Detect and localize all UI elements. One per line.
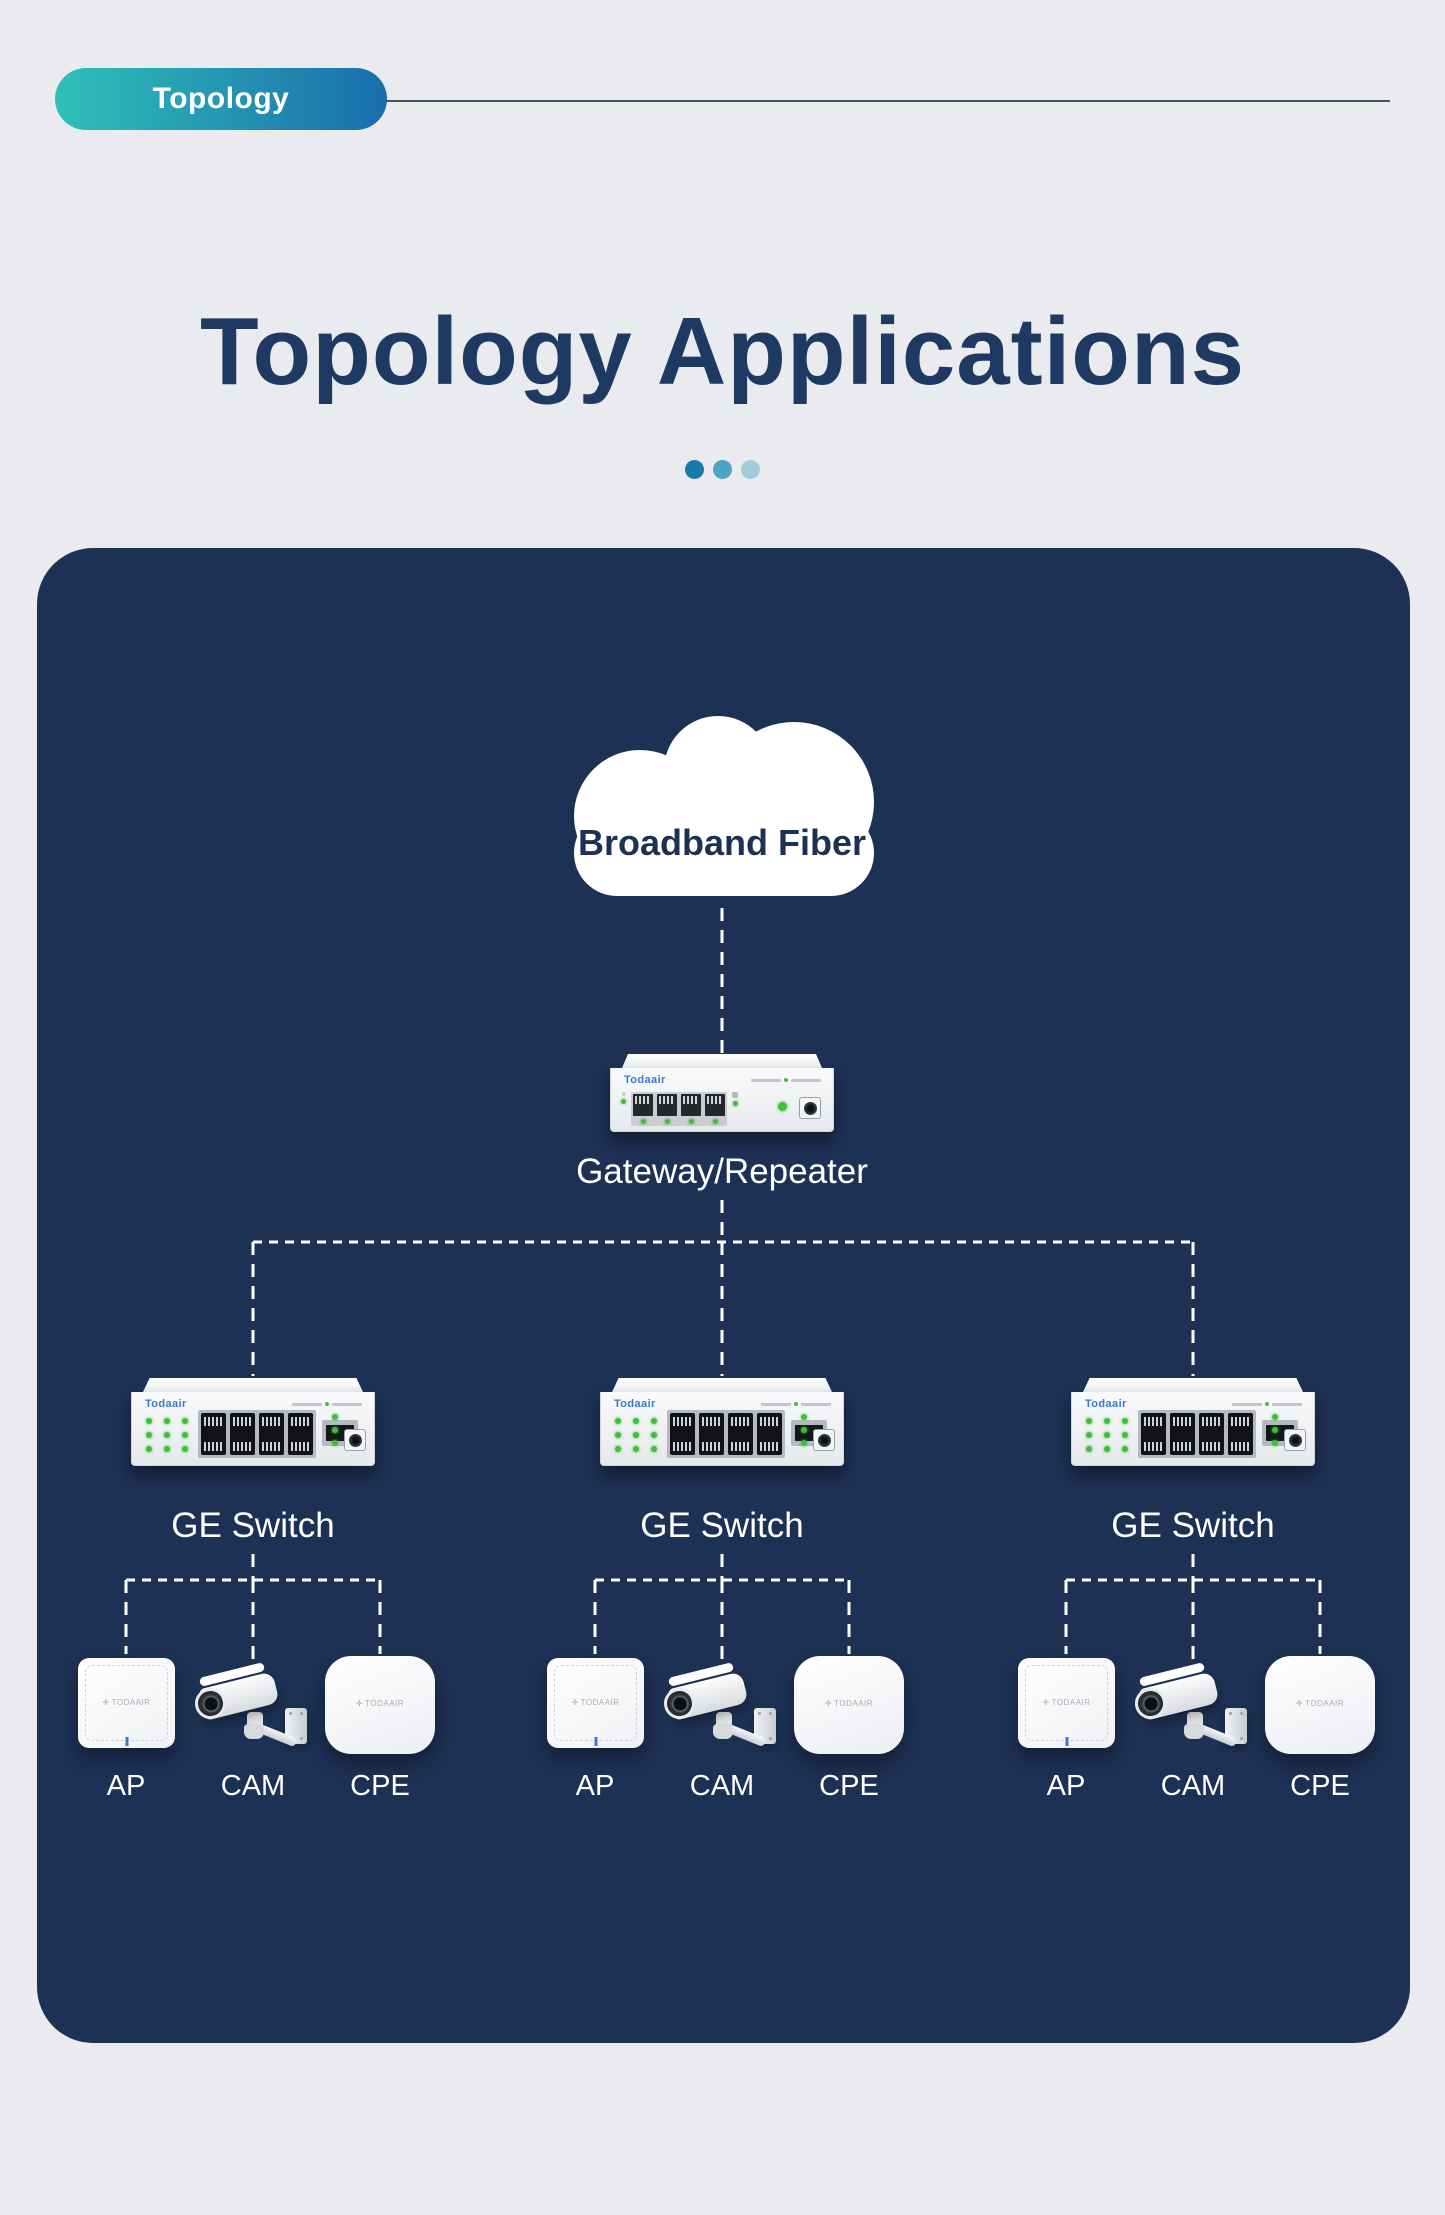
brand-mark-icon: ✛ — [1042, 1697, 1050, 1707]
switch-label: GE Switch — [1111, 1506, 1275, 1545]
device-brand-logo: ✛Todaair — [1295, 1699, 1345, 1709]
dc-power-jack — [799, 1097, 821, 1119]
brand-mark-icon: ✛ — [355, 1699, 364, 1709]
device-brand-logo: ✛Todaair — [355, 1699, 405, 1709]
camera-device — [1131, 1660, 1253, 1770]
ethernet-ports — [198, 1410, 316, 1458]
device-brand-logo: ✛Todaair — [102, 1697, 151, 1707]
ge-switch-device: Todaair — [600, 1378, 844, 1466]
dot-icon — [741, 460, 760, 479]
gateway-lid — [622, 1054, 822, 1068]
page-title: Topology Applications — [200, 298, 1245, 405]
brand-logo: Todaair — [1085, 1398, 1127, 1410]
spec-text-decor — [1232, 1402, 1302, 1406]
brand-mark-icon: ✛ — [102, 1697, 110, 1707]
connector-lines — [124, 908, 1322, 1666]
gateway-device: Todaair — [610, 1054, 834, 1132]
ap-led — [1065, 1737, 1068, 1746]
cloud-label: Broadband Fiber — [577, 822, 867, 863]
brand-mark-icon: ✛ — [824, 1699, 833, 1709]
switch-label: GE Switch — [171, 1506, 335, 1545]
brand-mark-icon: ✛ — [1295, 1699, 1304, 1709]
ap-led — [125, 1737, 128, 1746]
switch-lid — [1083, 1378, 1303, 1392]
device-label: CAM — [220, 1770, 286, 1802]
dc-power-jack — [344, 1429, 366, 1451]
device-label: CAM — [1160, 1770, 1226, 1802]
device-brand-logo: ✛Todaair — [1042, 1697, 1091, 1707]
switch-lid — [612, 1378, 832, 1392]
ap-device: ✛Todaair — [1018, 1658, 1115, 1748]
status-led-column — [801, 1414, 807, 1446]
device-label: CPE — [350, 1770, 410, 1802]
device-brand-logo: ✛Todaair — [571, 1697, 620, 1707]
brand-mark-icon: ✛ — [571, 1697, 579, 1707]
ethernet-ports — [1138, 1410, 1256, 1458]
ap-device: ✛Todaair — [78, 1658, 175, 1748]
cloud-icon — [574, 716, 874, 896]
camera-foot — [1184, 1724, 1204, 1739]
device-label: CAM — [689, 1770, 755, 1802]
ethernet-ports — [667, 1410, 785, 1458]
title-dots — [0, 460, 1445, 479]
gateway-label: Gateway/Repeater — [576, 1152, 868, 1191]
ap-led — [594, 1737, 597, 1746]
dot-icon — [685, 460, 704, 479]
switch-faceplate: Todaair — [600, 1392, 844, 1466]
switch-faceplate: Todaair — [1071, 1392, 1315, 1466]
camera-device — [660, 1660, 782, 1770]
device-label: AP — [1046, 1770, 1086, 1802]
status-led-grid — [615, 1418, 657, 1452]
device-label: CPE — [819, 1770, 879, 1802]
broadband-cloud: Broadband Fiber — [522, 694, 922, 914]
brand-logo: Todaair — [624, 1074, 666, 1086]
topology-panel: Broadband Fiber Todaair — [37, 548, 1410, 2043]
dot-icon — [713, 460, 732, 479]
cpe-device: ✛Todaair — [325, 1656, 435, 1754]
ap-device: ✛Todaair — [547, 1658, 644, 1748]
status-led-column — [332, 1414, 338, 1446]
spec-text-decor — [292, 1402, 362, 1406]
camera-foot — [713, 1724, 733, 1739]
camera-device — [191, 1660, 313, 1770]
brand-logo: Todaair — [614, 1398, 656, 1410]
header-divider-line — [386, 100, 1390, 102]
cpe-device: ✛Todaair — [1265, 1656, 1375, 1754]
switch-label: GE Switch — [640, 1506, 804, 1545]
ge-switch-device: Todaair — [131, 1378, 375, 1466]
ethernet-ports — [621, 1092, 738, 1126]
section-badge-label: Topology — [152, 82, 290, 115]
device-label: AP — [575, 1770, 615, 1802]
spec-text-decor — [751, 1078, 821, 1082]
device-brand-logo: ✛Todaair — [824, 1699, 874, 1709]
dc-power-jack — [813, 1429, 835, 1451]
spec-text-decor — [761, 1402, 831, 1406]
status-led-grid — [146, 1418, 188, 1452]
gateway-faceplate: Todaair — [610, 1068, 834, 1132]
camera-foot — [244, 1724, 264, 1739]
switch-lid — [143, 1378, 363, 1392]
cpe-device: ✛Todaair — [794, 1656, 904, 1754]
section-badge: Topology — [55, 68, 387, 130]
device-label: CPE — [1290, 1770, 1350, 1802]
status-led-grid — [1086, 1418, 1128, 1452]
status-led-column — [1272, 1414, 1278, 1446]
switch-faceplate: Todaair — [131, 1392, 375, 1466]
power-led — [778, 1102, 787, 1111]
dc-power-jack — [1284, 1429, 1306, 1451]
ge-switch-device: Todaair — [1071, 1378, 1315, 1466]
device-label: AP — [106, 1770, 146, 1802]
brand-logo: Todaair — [145, 1398, 187, 1410]
